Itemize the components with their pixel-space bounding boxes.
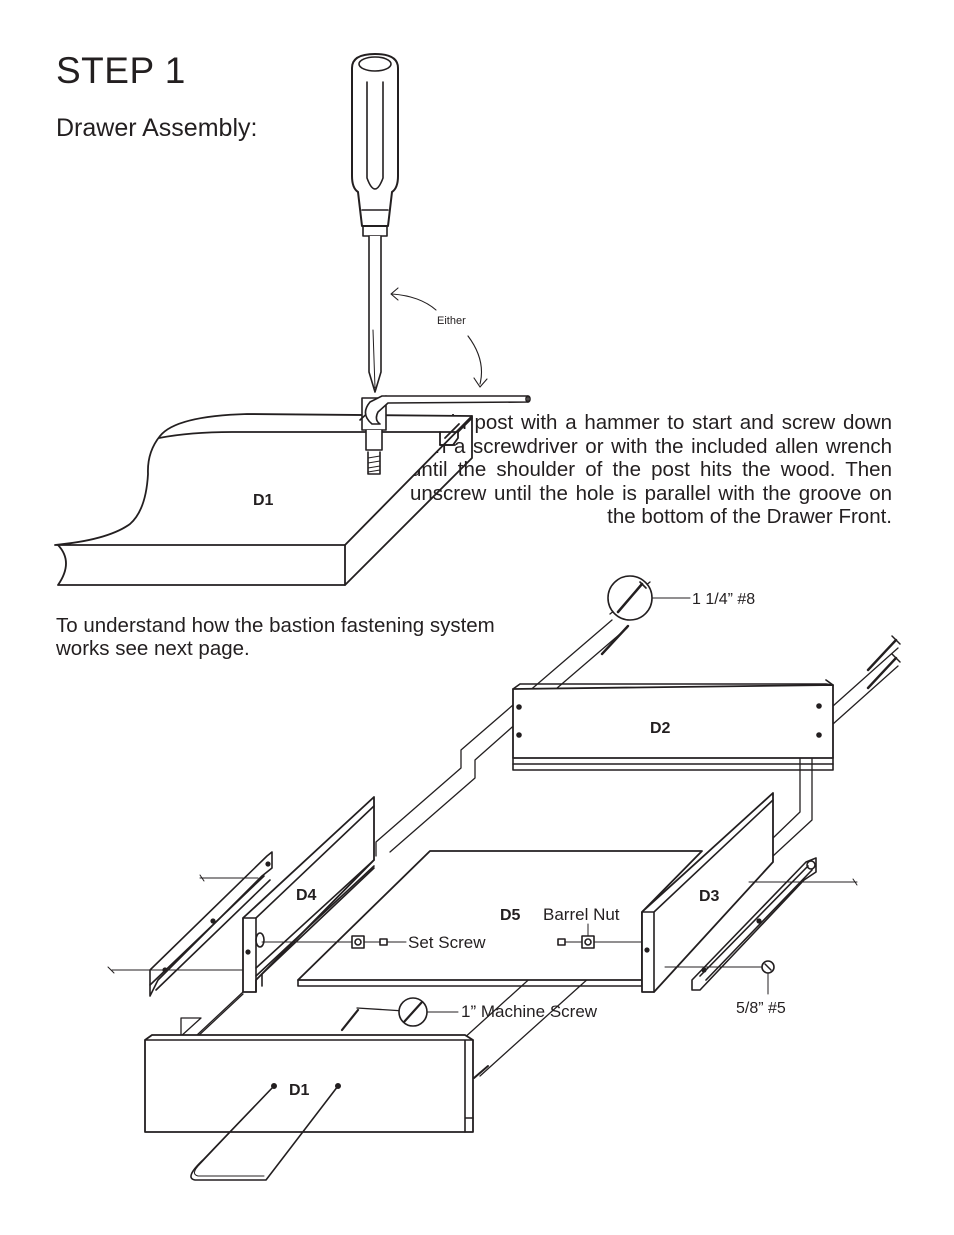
note-text: To understand how the bastion fastening … [56,614,495,660]
screw-5-callout-icon [761,960,775,995]
d2-label: D2 [650,720,671,737]
allen-wrench-icon [364,395,531,425]
machine-screw-label: 1” Machine Screw [461,1002,598,1021]
set-screw-label: Set Screw [408,933,486,952]
d3-label: D3 [699,888,720,905]
barrel-nut-icon [557,923,643,949]
panel-d2-icon [512,679,834,771]
d1-bottom-label: D1 [289,1082,310,1099]
panel-d1-front-icon [144,1034,489,1133]
screwdriver-icon [351,53,399,393]
drawer-handle-icon [190,1085,339,1181]
panel-d3-icon [641,792,774,993]
barrel-nut-label: Barrel Nut [543,905,620,924]
left-slide-icon [107,851,273,997]
screw-8-label: 1 1/4” #8 [692,591,755,608]
rotation-arrows-icon [390,287,488,388]
screw-8-callout-icon [607,575,691,621]
panel-d5-icon [297,850,703,987]
instruction-text: Tap in post with a hammer to start and s… [410,411,892,529]
panel-d4-icon [242,796,375,993]
d5-label: D5 [500,907,521,924]
right-slide-icon [664,857,858,991]
page-subtitle: Drawer Assembly: [56,114,258,142]
machine-screw-callout-icon [340,997,459,1032]
either-label: Either [437,315,466,327]
screw-8-icon [600,624,901,690]
set-screw-icon [261,935,407,949]
d4-label: D4 [296,887,317,904]
d1-top-label: D1 [253,492,274,509]
screw-5-label: 5/8” #5 [736,1000,786,1017]
step-title: STEP 1 [56,50,186,91]
